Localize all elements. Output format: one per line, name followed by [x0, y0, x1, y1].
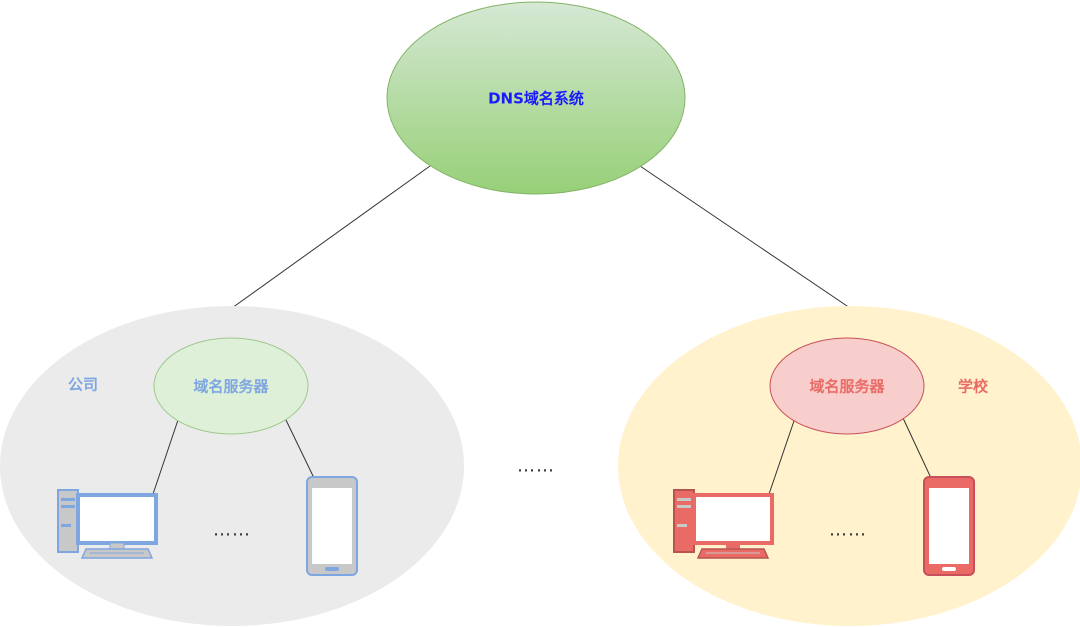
school-group-name: 学校 — [957, 377, 989, 396]
connector-school-server-to-phone — [902, 417, 932, 479]
connector-school-server-to-pc — [767, 417, 796, 498]
dns-root-node[interactable] — [386, 1, 686, 195]
groups-ellipsis: …… — [517, 455, 555, 477]
company-server-label: 域名服务器 — [193, 377, 269, 396]
connector-company-server-to-pc — [151, 419, 179, 498]
company-devices-ellipsis: …… — [213, 519, 251, 541]
school-server-label: 域名服务器 — [809, 377, 885, 396]
school-dns-server-node[interactable] — [769, 337, 925, 435]
connector-company-server-to-phone — [284, 417, 315, 479]
school-devices-ellipsis: …… — [829, 519, 867, 541]
company-dns-server-node[interactable] — [153, 337, 309, 435]
connector-root-to-company — [231, 165, 431, 309]
dns-root-label: DNS域名系统 — [488, 89, 584, 108]
desktop-computer-icon — [57, 489, 158, 559]
company-group-name: 公司 — [67, 375, 99, 394]
connector-root-to-school — [639, 165, 851, 309]
desktop-computer-icon — [673, 489, 774, 559]
mobile-phone-icon — [306, 476, 358, 576]
mobile-phone-icon — [923, 476, 975, 576]
